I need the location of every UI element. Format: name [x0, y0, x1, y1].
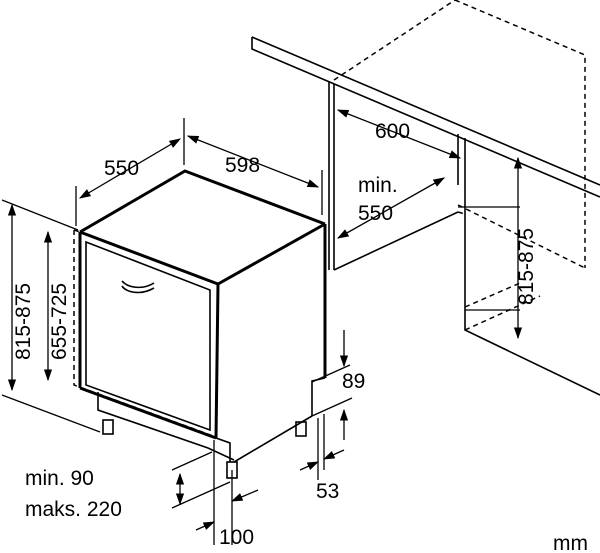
- depth-label: 550: [104, 157, 139, 180]
- foot-depth-label: 100: [219, 526, 254, 549]
- niche-min-label: min.: [358, 174, 398, 197]
- plinth-max-label: maks. 220: [25, 498, 122, 521]
- width-label: 598: [225, 154, 260, 177]
- countertop-niche: [251, 0, 600, 396]
- plinth-min-label: min. 90: [25, 467, 94, 490]
- height-range-left-label: 815-875: [12, 283, 35, 360]
- door-outline: [73, 229, 217, 438]
- niche-min-value: 550: [358, 202, 393, 225]
- door-height-label: 655-725: [48, 283, 71, 360]
- plinth-height-label: 89: [342, 370, 365, 393]
- niche-depth-label: 600: [375, 120, 410, 143]
- height-range-right-label: 815-875: [515, 228, 538, 305]
- unit-label: mm: [553, 532, 588, 553]
- plinth-gap-label: 53: [316, 480, 339, 503]
- dishwasher-body: [78, 169, 327, 479]
- dimension-lines: [1, 109, 523, 545]
